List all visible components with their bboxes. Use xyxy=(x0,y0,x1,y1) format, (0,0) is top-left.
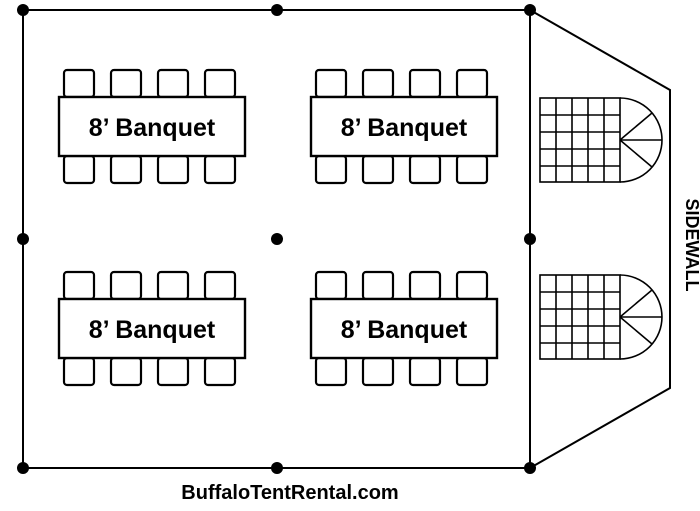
sidewall-label: SIDEWALL xyxy=(682,199,700,292)
tent-post xyxy=(17,4,29,16)
chair xyxy=(455,68,489,99)
tent-post xyxy=(17,462,29,474)
chair xyxy=(156,68,190,99)
chair xyxy=(62,356,96,387)
chair xyxy=(109,356,143,387)
banquet-table xyxy=(57,95,247,158)
banquet-table-group: 8’ Banquet xyxy=(57,270,247,387)
chair xyxy=(109,270,143,301)
banquet-table-group: 8’ Banquet xyxy=(309,270,499,387)
chair xyxy=(203,154,237,185)
tent-post xyxy=(524,4,536,16)
window-door-unit xyxy=(539,97,663,183)
chair xyxy=(408,356,442,387)
tent-post xyxy=(524,233,536,245)
tent-post xyxy=(17,233,29,245)
chair xyxy=(455,270,489,301)
footer-website: BuffaloTentRental.com xyxy=(181,482,399,504)
chair xyxy=(62,68,96,99)
window-door-unit xyxy=(539,274,663,360)
chair xyxy=(203,356,237,387)
chair xyxy=(314,356,348,387)
chair xyxy=(109,68,143,99)
table-label: 8’ Banquet xyxy=(341,114,468,142)
table-label: 8’ Banquet xyxy=(89,316,216,344)
chair xyxy=(109,154,143,185)
chair xyxy=(361,154,395,185)
chair xyxy=(361,68,395,99)
chair xyxy=(156,270,190,301)
sidewall-outline xyxy=(529,9,671,469)
chair xyxy=(314,154,348,185)
tent-post xyxy=(524,462,536,474)
banquet-table-group: 8’ Banquet xyxy=(309,68,499,185)
chair xyxy=(314,68,348,99)
tent-post xyxy=(271,4,283,16)
chair xyxy=(361,356,395,387)
chair xyxy=(203,270,237,301)
chair xyxy=(408,270,442,301)
chair xyxy=(156,154,190,185)
window-grid xyxy=(539,274,621,360)
banquet-table xyxy=(57,297,247,360)
chair xyxy=(314,270,348,301)
table-label: 8’ Banquet xyxy=(341,316,468,344)
tent-post xyxy=(271,462,283,474)
chair xyxy=(361,270,395,301)
chair xyxy=(203,68,237,99)
window-grid xyxy=(539,97,621,183)
chair xyxy=(408,68,442,99)
chair xyxy=(62,270,96,301)
chair xyxy=(408,154,442,185)
tent-post xyxy=(271,233,283,245)
table-label: 8’ Banquet xyxy=(89,114,216,142)
chair xyxy=(156,356,190,387)
banquet-table-group: 8’ Banquet xyxy=(57,68,247,185)
banquet-table xyxy=(309,297,499,360)
chair xyxy=(455,154,489,185)
chair xyxy=(455,356,489,387)
chair xyxy=(62,154,96,185)
banquet-table xyxy=(309,95,499,158)
